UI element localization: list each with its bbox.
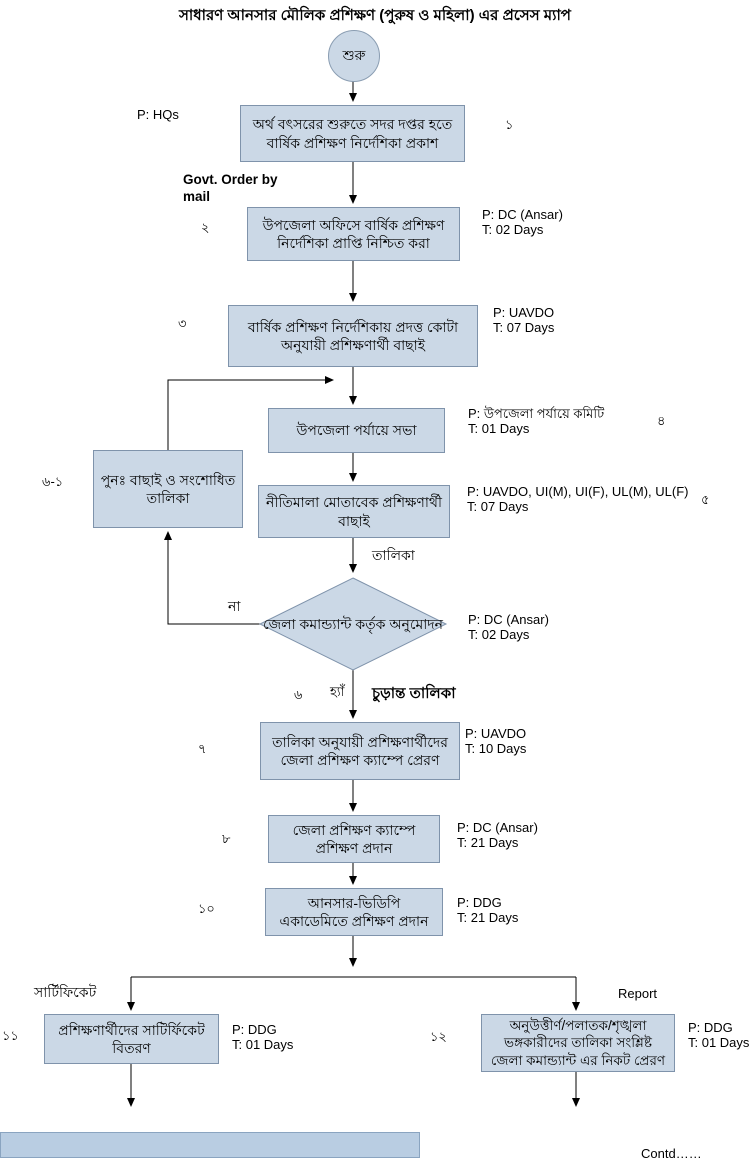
annotation-step10-t: T: 21 Days: [457, 910, 519, 926]
bottom-page-bar: [0, 1132, 420, 1158]
annotation-step8-p: P: DC (Ansar): [457, 820, 538, 835]
edge-label-final-list: চুড়ান্ত তালিকা: [372, 685, 456, 702]
edge-label-no: না: [228, 598, 241, 614]
process-box-11-certificate-distribution: প্রশিক্ষণার্থীদের সাটির্ফিকেট বিতরণ: [44, 1014, 219, 1064]
step-number-3: ৩: [178, 316, 187, 331]
annotation-step10-p: P: DDG: [457, 895, 502, 910]
annotation-step3-t: T: 07 Days: [493, 320, 555, 336]
step-number-7: ৭: [198, 741, 207, 756]
annotation-step4: P: উপজেলা পর্যায়ে কমিটি T: 01 Days: [468, 406, 604, 437]
step-number-10: ১০: [198, 901, 215, 916]
annotation-step4-p: P: উপজেলা পর্যায়ে কমিটি: [468, 406, 605, 421]
step-number-6: ৬: [294, 687, 303, 702]
edge-label-certificate: সার্টিফিকেট: [34, 984, 97, 1000]
start-node: শুরু: [328, 30, 380, 82]
annotation-step5: P: UAVDO, UI(M), UI(F), UL(M), UL(F) T: …: [467, 484, 688, 515]
process-box-8-camp-training: জেলা প্রশিক্ষণ ক্যাম্পে প্রশিক্ষণ প্রদান: [268, 815, 440, 863]
annotation-step2-t: T: 02 Days: [482, 222, 544, 238]
process-box-3-quota-selection: বার্ষিক প্রশিক্ষণ নির্দেশিকায় প্রদত্ত ক…: [228, 305, 478, 367]
page-title: সাধারণ আনসার মৌলিক প্রশিক্ষণ (পুরুষ ও মহ…: [179, 7, 571, 24]
step-number-5: ৫: [701, 492, 710, 507]
step-number-11: ১১: [2, 1028, 19, 1043]
annotation-step7: P: UAVDO T: 10 Days: [465, 726, 526, 757]
step-number-2: ২: [201, 220, 210, 235]
annotation-step3: P: UAVDO T: 07 Days: [493, 305, 554, 336]
process-box-2-confirm-receipt: উপজেলা অফিসে বার্ষিক প্রশিক্ষণ নির্দেশিক…: [247, 207, 460, 261]
annotation-step3-p: P: UAVDO: [493, 305, 555, 320]
annotation-step6: P: DC (Ansar) T: 02 Days: [468, 612, 549, 643]
edge-label-yes: হ্যাঁ: [330, 684, 345, 699]
start-label: শুরু: [342, 47, 366, 63]
step-number-12: ১২: [430, 1029, 447, 1044]
annotation-step5-t: T: 07 Days: [467, 499, 529, 515]
annotation-step11-p: P: DDG: [232, 1022, 277, 1037]
step-number-6-1: ৬-১: [42, 474, 64, 489]
annotation-step1-p: P: HQs: [137, 107, 179, 122]
step-number-4: ৪: [657, 413, 666, 428]
annotation-step7-t: T: 10 Days: [465, 741, 527, 757]
annotation-step12-t: T: 01 Days: [688, 1035, 750, 1051]
annotation-step7-p: P: UAVDO: [465, 726, 527, 741]
process-box-1-publish-directive: অর্থ বৎসরের শুরুতে সদর দপ্তর হতে বার্ষিক…: [240, 105, 465, 162]
annotation-step5-p: P: UAVDO, UI(M), UI(F), UL(M), UL(F): [467, 484, 689, 499]
annotation-step2: P: DC (Ansar) T: 02 Days: [482, 207, 563, 238]
annotation-step4-t: T: 01 Days: [468, 421, 530, 437]
edge-label-report: Report: [618, 986, 658, 1001]
process-box-7-send-to-camp: তালিকা অনুযায়ী প্রশিক্ষণার্থীদের জেলা প…: [260, 722, 460, 780]
process-box-12-failed-list-report: অনুউত্তীর্ণ/পলাতক/শৃঙ্খলা ভঙ্গকারীদের তা…: [481, 1014, 675, 1072]
process-box-4-upazila-meeting: উপজেলা পর্যায়ে সভা: [268, 408, 445, 453]
decision-6-commandant-approval: জেলা কমান্ড্যান্ট কর্তৃক অনুমোদন: [262, 615, 444, 632]
process-box-6-1-rescreen-list: পুনঃ বাছাই ও সংশোধিত তালিকা: [93, 450, 243, 528]
annotation-step8: P: DC (Ansar) T: 21 Days: [457, 820, 538, 851]
process-box-5-policy-selection: নীতিমালা মোতাবেক প্রশিক্ষণার্থী বাছাই: [258, 485, 450, 538]
process-box-10-academy-training: আনসার-ভিডিপি একাডেমিতে প্রশিক্ষণ প্রদান: [265, 888, 443, 936]
edge-label-govt-order: Govt. Order by mail: [183, 172, 278, 204]
annotation-step8-t: T: 21 Days: [457, 835, 519, 851]
annotation-step6-p: P: DC (Ansar): [468, 612, 549, 627]
annotation-step1: P: HQs: [137, 107, 179, 122]
annotation-step10: P: DDG T: 21 Days: [457, 895, 518, 926]
annotation-step12: P: DDG T: 01 Days: [688, 1020, 749, 1051]
step-number-8: ৮: [222, 831, 231, 846]
step-number-1: ১: [505, 117, 514, 132]
annotation-step2-p: P: DC (Ansar): [482, 207, 563, 222]
annotation-step11-t: T: 01 Days: [232, 1037, 294, 1053]
annotation-step11: P: DDG T: 01 Days: [232, 1022, 293, 1053]
annotation-step6-t: T: 02 Days: [468, 627, 530, 643]
continued-label: Contd……: [641, 1146, 702, 1161]
edge-label-list: তালিকা: [372, 547, 415, 563]
annotation-step12-p: P: DDG: [688, 1020, 733, 1035]
